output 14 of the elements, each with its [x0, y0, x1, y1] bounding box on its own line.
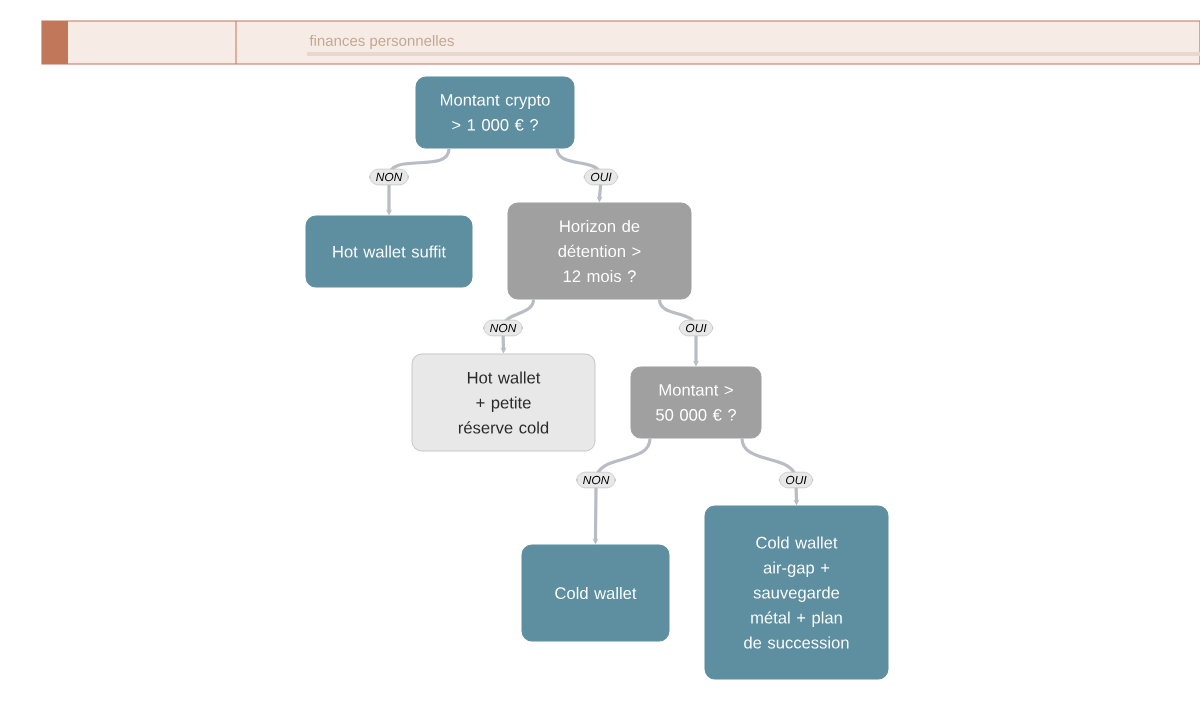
edge-label: NON [369, 168, 409, 186]
result-box: Hot wallet suffit [305, 215, 473, 288]
subtitle: finances personnelles [309, 35, 454, 49]
edge-label: OUI [583, 168, 619, 186]
result-box: Hot wallet + petite réserve cold [411, 353, 596, 452]
edge-label: NON [576, 471, 616, 489]
edge-label: NON [483, 319, 523, 337]
decision-box: Horizon de détention > 12 mois ? [507, 202, 692, 300]
result-box: Cold wallet air-gap + sauvegarde métal + plan de succession [704, 505, 889, 680]
edge-label: OUI [778, 471, 814, 489]
result-box: Cold wallet [521, 544, 670, 642]
edge-label: OUI [678, 319, 714, 337]
result-box: Montant crypto > 1 000 € ? [415, 76, 575, 149]
decision-box: Montant > 50 000 € ? [630, 366, 762, 439]
